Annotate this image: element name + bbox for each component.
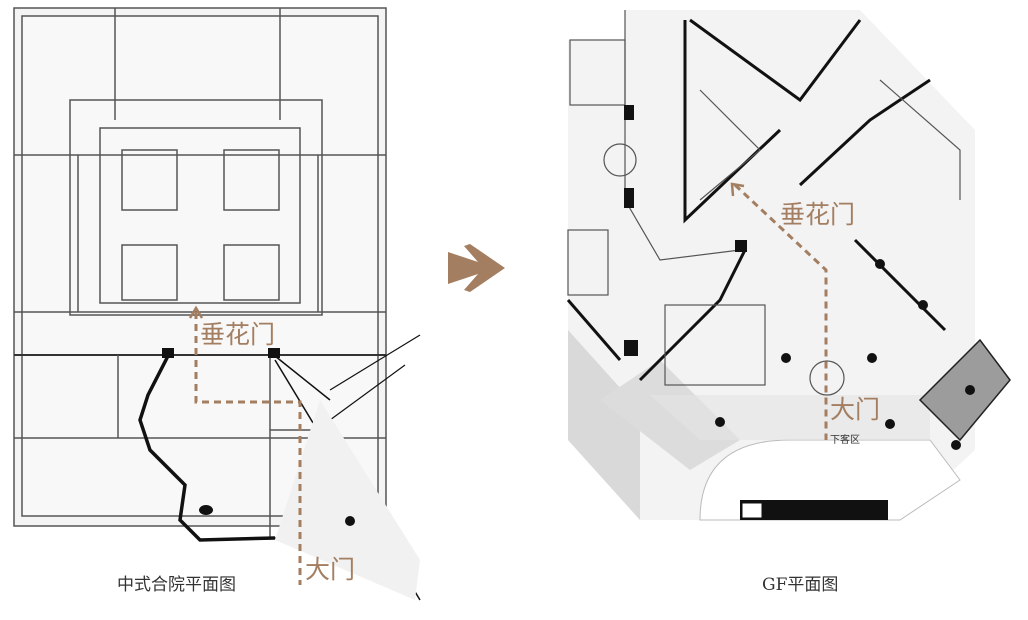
inner-gate-label-left: 垂花门: [200, 320, 276, 349]
route-arrowhead-left: [188, 305, 204, 319]
gf-floor-plan: [566, 10, 1011, 521]
main-gate-label-left: 大门: [305, 555, 356, 584]
dropoff-label: 下客区: [830, 435, 860, 446]
inner-gate-label-right: 垂花门: [780, 200, 856, 229]
main-gate-label-right: 大门: [830, 395, 881, 424]
route-dashed-right: [733, 183, 828, 440]
right-plan-caption: GF平面图: [762, 575, 839, 595]
route-arrowhead-right: [730, 182, 745, 197]
arrow-right-icon: [448, 244, 505, 292]
courtyard-floor-plan: [13, 7, 387, 539]
left-plan-caption: 中式合院平面图: [117, 575, 236, 595]
